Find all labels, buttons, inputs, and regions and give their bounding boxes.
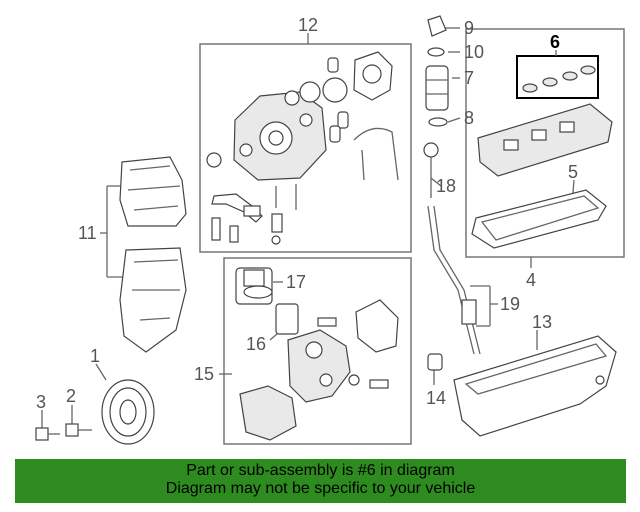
callout-17: 17 — [286, 272, 306, 292]
highlight-box-6 — [516, 55, 599, 99]
callout-19: 19 — [500, 294, 520, 314]
front-cover-assembly — [206, 51, 399, 245]
timing-cover-upper — [119, 156, 187, 227]
callout-10: 10 — [464, 42, 484, 62]
oil-pressure-sensor — [427, 353, 443, 371]
callout-7: 7 — [464, 68, 474, 88]
spark-plug-tube-seals — [522, 65, 596, 93]
callout-6: 6 — [550, 32, 560, 52]
timing-cover-lower — [119, 247, 187, 353]
banner-line-2: Diagram may not be specific to your vehi… — [165, 480, 476, 497]
banner-line-1: Part or sub-assembly is #6 in diagram — [186, 462, 455, 479]
callout-18: 18 — [436, 176, 456, 196]
callout-3: 3 — [36, 392, 46, 412]
group-box-12 — [199, 43, 412, 253]
callout-14: 14 — [426, 388, 446, 408]
callout-1: 1 — [90, 346, 100, 366]
group-box-4 — [465, 28, 625, 258]
oil-filter-adapter-assembly — [235, 267, 399, 441]
callout-15: 15 — [194, 364, 214, 384]
valve-cover-assembly — [471, 103, 613, 249]
callout-8: 8 — [464, 108, 474, 128]
info-banner: Part or sub-assembly is #6 in diagram Di… — [15, 459, 626, 503]
callout-12: 12 — [298, 15, 318, 35]
pulley-washer-bolt — [35, 427, 60, 441]
callout-16: 16 — [246, 334, 266, 354]
oil-fill-cap-assembly — [425, 15, 449, 127]
group-box-15 — [223, 257, 412, 445]
dipstick-and-tube — [423, 142, 481, 355]
callout-4: 4 — [526, 270, 536, 290]
callout-13: 13 — [532, 312, 552, 332]
callout-11: 11 — [78, 223, 97, 243]
crankshaft-pulley — [101, 379, 155, 445]
callout-9: 9 — [464, 18, 474, 38]
pulley-bolt — [65, 423, 92, 437]
callout-5: 5 — [568, 162, 578, 182]
oil-pan — [453, 335, 617, 437]
callout-2: 2 — [66, 386, 76, 406]
